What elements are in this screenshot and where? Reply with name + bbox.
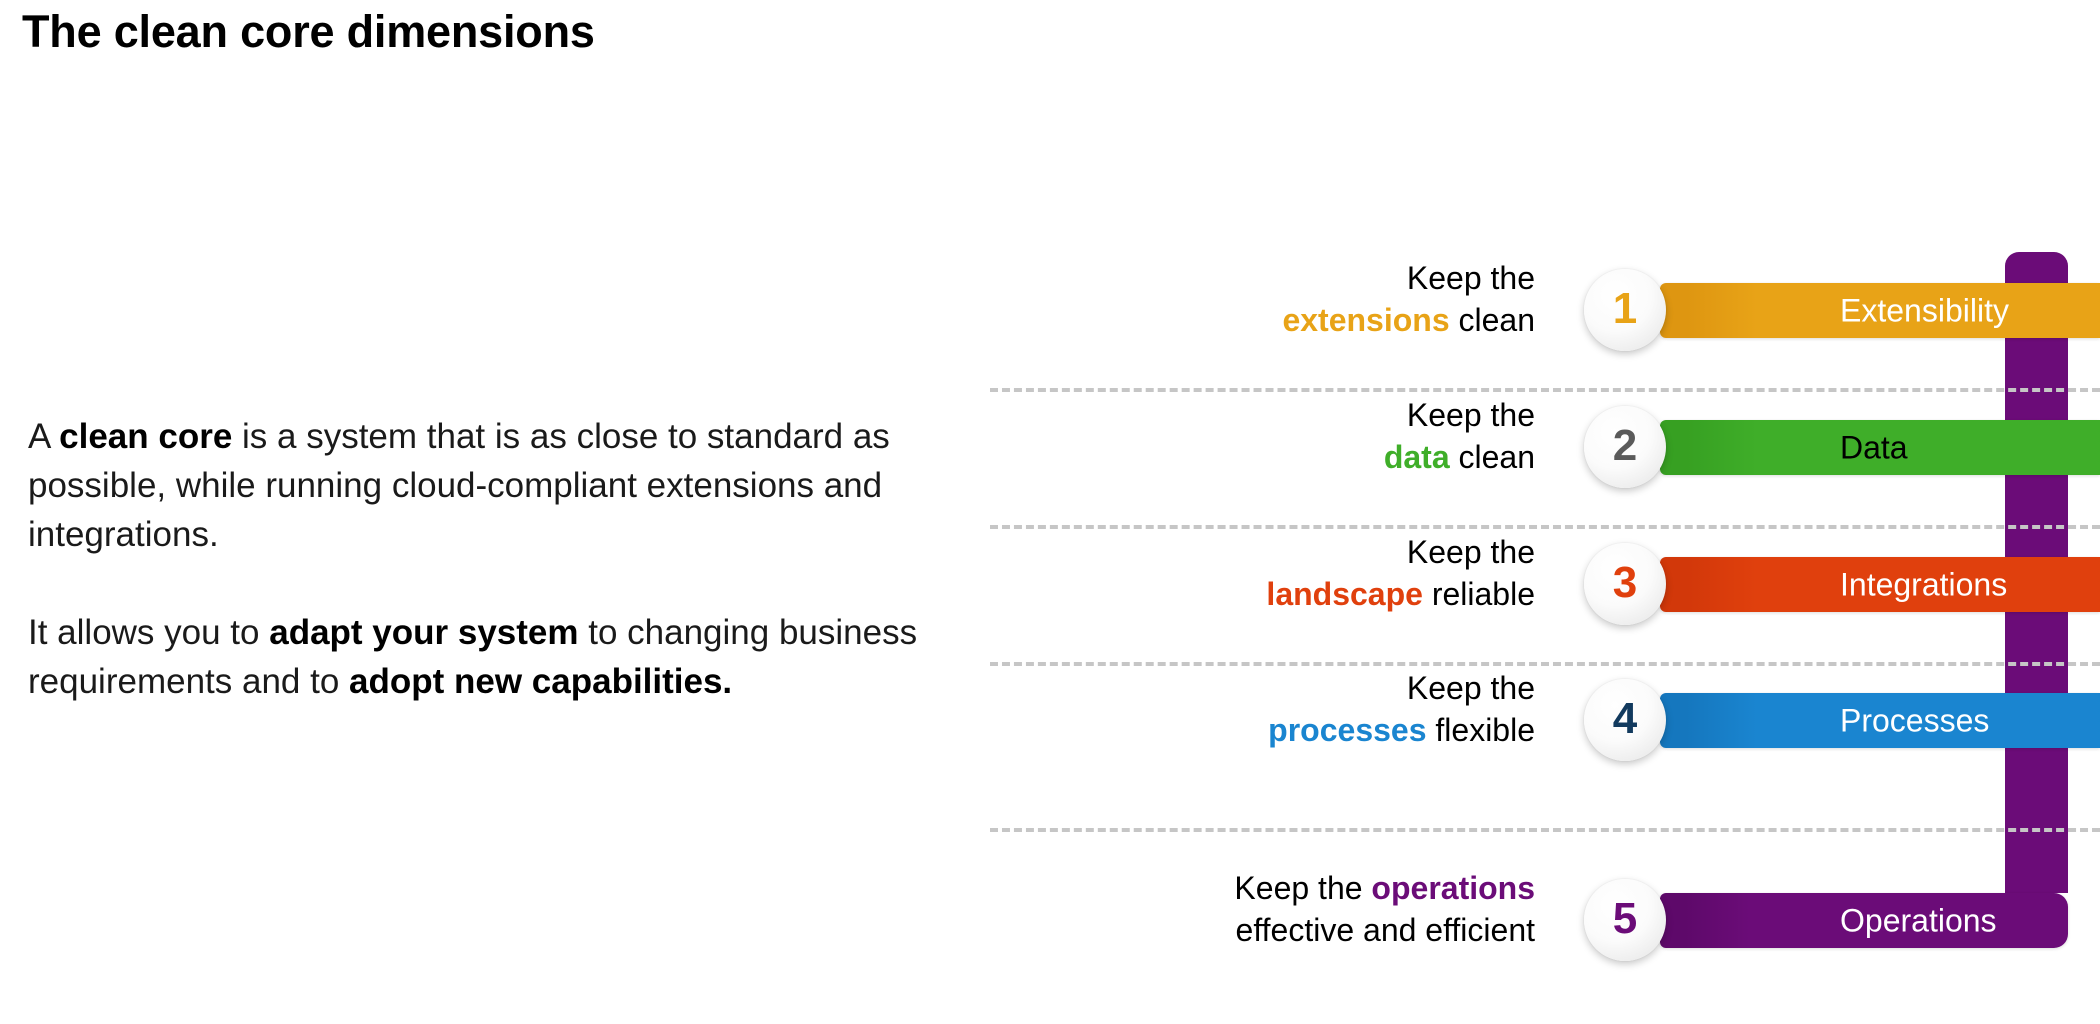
dimension-number-badge[interactable]: 4 bbox=[1584, 679, 1666, 761]
dimension-bar[interactable]: Integrations bbox=[1660, 557, 2100, 612]
caption-highlight-word: data bbox=[1383, 439, 1450, 475]
paragraph-1-prefix: A bbox=[28, 417, 60, 456]
row-divider bbox=[990, 388, 2100, 392]
caption-line-1-plain: Keep the bbox=[1234, 870, 1372, 906]
caption-line-2-plain: reliable bbox=[1422, 576, 1535, 612]
dimension-bar[interactable]: Processes bbox=[1660, 693, 2100, 748]
caption-line-1: Keep the bbox=[915, 394, 1535, 436]
paragraph-2-prefix: It allows you to bbox=[28, 613, 270, 652]
dimension-bar-label: Extensibility bbox=[1840, 292, 2009, 328]
dimension-number: 2 bbox=[1612, 421, 1638, 470]
dimension-bar[interactable]: Extensibility bbox=[1660, 283, 2100, 338]
paragraph-2-middle: to changing business requirements and to bbox=[28, 613, 918, 701]
dimension-number-badge[interactable]: 5 bbox=[1584, 879, 1666, 961]
dimension-bar-label: Integrations bbox=[1840, 566, 2008, 602]
caption-line-1-plain: Keep the bbox=[1406, 397, 1535, 433]
caption-line-2: effective and efficient bbox=[915, 909, 1535, 951]
row-divider bbox=[990, 662, 2100, 666]
caption-line-1: Keep the operations bbox=[915, 867, 1535, 909]
page-title: The clean core dimensions bbox=[22, 6, 595, 57]
paragraph-2-bold-2: adopt new capabilities. bbox=[349, 662, 733, 701]
caption-line-1-plain: Keep the bbox=[1406, 670, 1535, 706]
row-divider bbox=[990, 525, 2100, 529]
dimension-number-badge[interactable]: 2 bbox=[1584, 406, 1666, 488]
paragraph-1-middle: is a system that is as close to standard… bbox=[28, 417, 890, 554]
dimension-bar-label: Operations bbox=[1840, 902, 1997, 938]
body-paragraph-2: It allows you to adapt your system to ch… bbox=[28, 608, 928, 706]
caption-highlight-word: operations bbox=[1371, 870, 1535, 906]
dimension-bar-label: Processes bbox=[1840, 702, 1990, 738]
dimension-bar[interactable]: Data bbox=[1660, 420, 2100, 475]
caption-line-2: landscape reliable bbox=[915, 573, 1535, 615]
caption-line-1: Keep the bbox=[915, 667, 1535, 709]
dimension-number: 5 bbox=[1612, 894, 1638, 943]
caption-highlight-word: processes bbox=[1268, 712, 1427, 748]
caption-line-2: extensions clean bbox=[915, 299, 1535, 341]
dimension-number-badge[interactable]: 3 bbox=[1584, 543, 1666, 625]
caption-line-2: data clean bbox=[915, 436, 1535, 478]
caption-line-1: Keep the bbox=[915, 531, 1535, 573]
caption-highlight-word: landscape bbox=[1266, 576, 1423, 612]
paragraph-1-bold-1: clean core bbox=[59, 417, 233, 456]
dimension-bar-label: Data bbox=[1840, 429, 1908, 465]
paragraph-2-bold-1: adapt your system bbox=[269, 613, 579, 652]
caption-line-1: Keep the bbox=[915, 257, 1535, 299]
caption-line-2-plain: effective and efficient bbox=[1235, 912, 1535, 948]
caption-highlight-word: extensions bbox=[1282, 302, 1450, 338]
caption-line-2-plain: clean bbox=[1449, 302, 1536, 338]
body-paragraph-1: A clean core is a system that is as clos… bbox=[28, 412, 928, 559]
caption-line-2-plain: clean bbox=[1449, 439, 1536, 475]
caption-line-1-plain: Keep the bbox=[1406, 260, 1535, 296]
dimension-number-badge[interactable]: 1 bbox=[1584, 269, 1666, 351]
caption-line-2-plain: flexible bbox=[1426, 712, 1535, 748]
row-divider bbox=[990, 828, 2100, 832]
body-copy: A clean core is a system that is as clos… bbox=[28, 412, 928, 706]
dimension-number: 3 bbox=[1612, 558, 1638, 607]
dimension-number: 4 bbox=[1612, 694, 1638, 743]
caption-line-1-plain: Keep the bbox=[1406, 534, 1535, 570]
caption-line-2: processes flexible bbox=[915, 709, 1535, 751]
dimension-bar[interactable]: Operations bbox=[1660, 893, 2068, 948]
dimension-number: 1 bbox=[1612, 284, 1638, 333]
